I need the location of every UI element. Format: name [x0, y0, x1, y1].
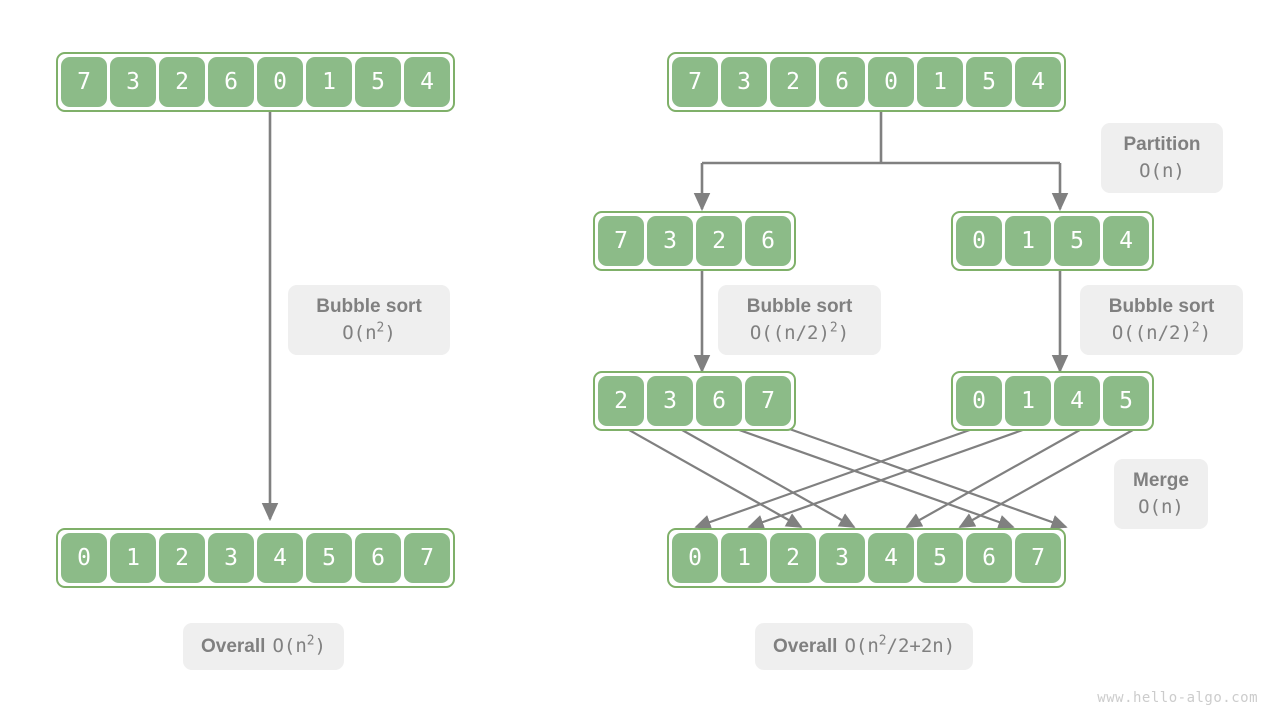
array-cell: 4 — [1103, 216, 1149, 266]
array-cell: 0 — [61, 533, 107, 583]
array-cell: 2 — [770, 57, 816, 107]
note-complexity: O(n) — [1138, 495, 1184, 518]
array-cell: 3 — [647, 216, 693, 266]
note-title: Merge — [1133, 469, 1189, 491]
partition-connector — [693, 110, 1069, 212]
watermark: www.hello-algo.com — [1097, 690, 1258, 706]
array-cell: 3 — [721, 57, 767, 107]
array-cell: 6 — [745, 216, 791, 266]
array-cell: 4 — [1015, 57, 1061, 107]
partition-note: Partition O(n) — [1101, 123, 1223, 193]
array-cell: 4 — [1054, 376, 1100, 426]
note-title: Bubble sort — [746, 295, 853, 317]
left-overall-note: Overall O(n2) — [183, 623, 344, 670]
array-cell: 4 — [257, 533, 303, 583]
array-cell: 4 — [404, 57, 450, 107]
array-cell: 3 — [208, 533, 254, 583]
note-complexity: O(n) — [1139, 159, 1185, 182]
array-cell: 4 — [868, 533, 914, 583]
note-complexity: O(n2) — [272, 633, 326, 658]
note-title: Overall — [201, 635, 266, 657]
array-cell: 5 — [917, 533, 963, 583]
note-complexity: O((n/2)2) — [749, 320, 850, 344]
array-cell: 0 — [868, 57, 914, 107]
array-cell: 7 — [672, 57, 718, 107]
array-cell: 7 — [598, 216, 644, 266]
array-cell: 3 — [819, 533, 865, 583]
array-cell: 0 — [257, 57, 303, 107]
array-cell: 5 — [966, 57, 1012, 107]
note-title: Overall — [773, 635, 838, 657]
array-cell: 3 — [110, 57, 156, 107]
array-cell: 7 — [745, 376, 791, 426]
array-cell: 0 — [956, 376, 1002, 426]
array-cell: 6 — [966, 533, 1012, 583]
note-title: Bubble sort — [1108, 295, 1215, 317]
right-overall-note: Overall O(n2/2+2n) — [755, 623, 974, 670]
array-cell: 2 — [159, 533, 205, 583]
left-bubble-sort-note: Bubble sort O((n/2)2) — [718, 285, 881, 355]
array-cell: 5 — [1103, 376, 1149, 426]
array-cell: 7 — [404, 533, 450, 583]
array-cell: 2 — [770, 533, 816, 583]
array-cell: 0 — [956, 216, 1002, 266]
array-cell: 6 — [696, 376, 742, 426]
left-bubble-sort-note: Bubble sort O(n2) — [288, 285, 450, 355]
array-cell: 3 — [647, 376, 693, 426]
array-cell: 2 — [696, 216, 742, 266]
note-title: Bubble sort — [316, 295, 422, 317]
array-cell: 1 — [917, 57, 963, 107]
array-cell: 6 — [819, 57, 865, 107]
array-cell: 1 — [721, 533, 767, 583]
array-cell: 6 — [208, 57, 254, 107]
array-cell: 7 — [61, 57, 107, 107]
array-cell: 6 — [355, 533, 401, 583]
array-cell: 5 — [355, 57, 401, 107]
array-cell: 1 — [306, 57, 352, 107]
array-cell: 5 — [306, 533, 352, 583]
right-bubble-sort-note: Bubble sort O((n/2)2) — [1080, 285, 1243, 355]
array-cell: 1 — [110, 533, 156, 583]
array-cell: 7 — [1015, 533, 1061, 583]
note-complexity: O((n/2)2) — [1111, 320, 1212, 344]
note-complexity: O(n2) — [342, 320, 396, 344]
merge-arrows — [621, 424, 1141, 530]
array-cell: 1 — [1005, 216, 1051, 266]
array-cell: 2 — [159, 57, 205, 107]
array-cell: 5 — [1054, 216, 1100, 266]
note-complexity: O(n2/2+2n) — [844, 633, 956, 658]
merge-note: Merge O(n) — [1114, 459, 1208, 529]
array-cell: 1 — [1005, 376, 1051, 426]
array-cell: 0 — [672, 533, 718, 583]
note-title: Partition — [1123, 133, 1201, 155]
array-cell: 2 — [598, 376, 644, 426]
